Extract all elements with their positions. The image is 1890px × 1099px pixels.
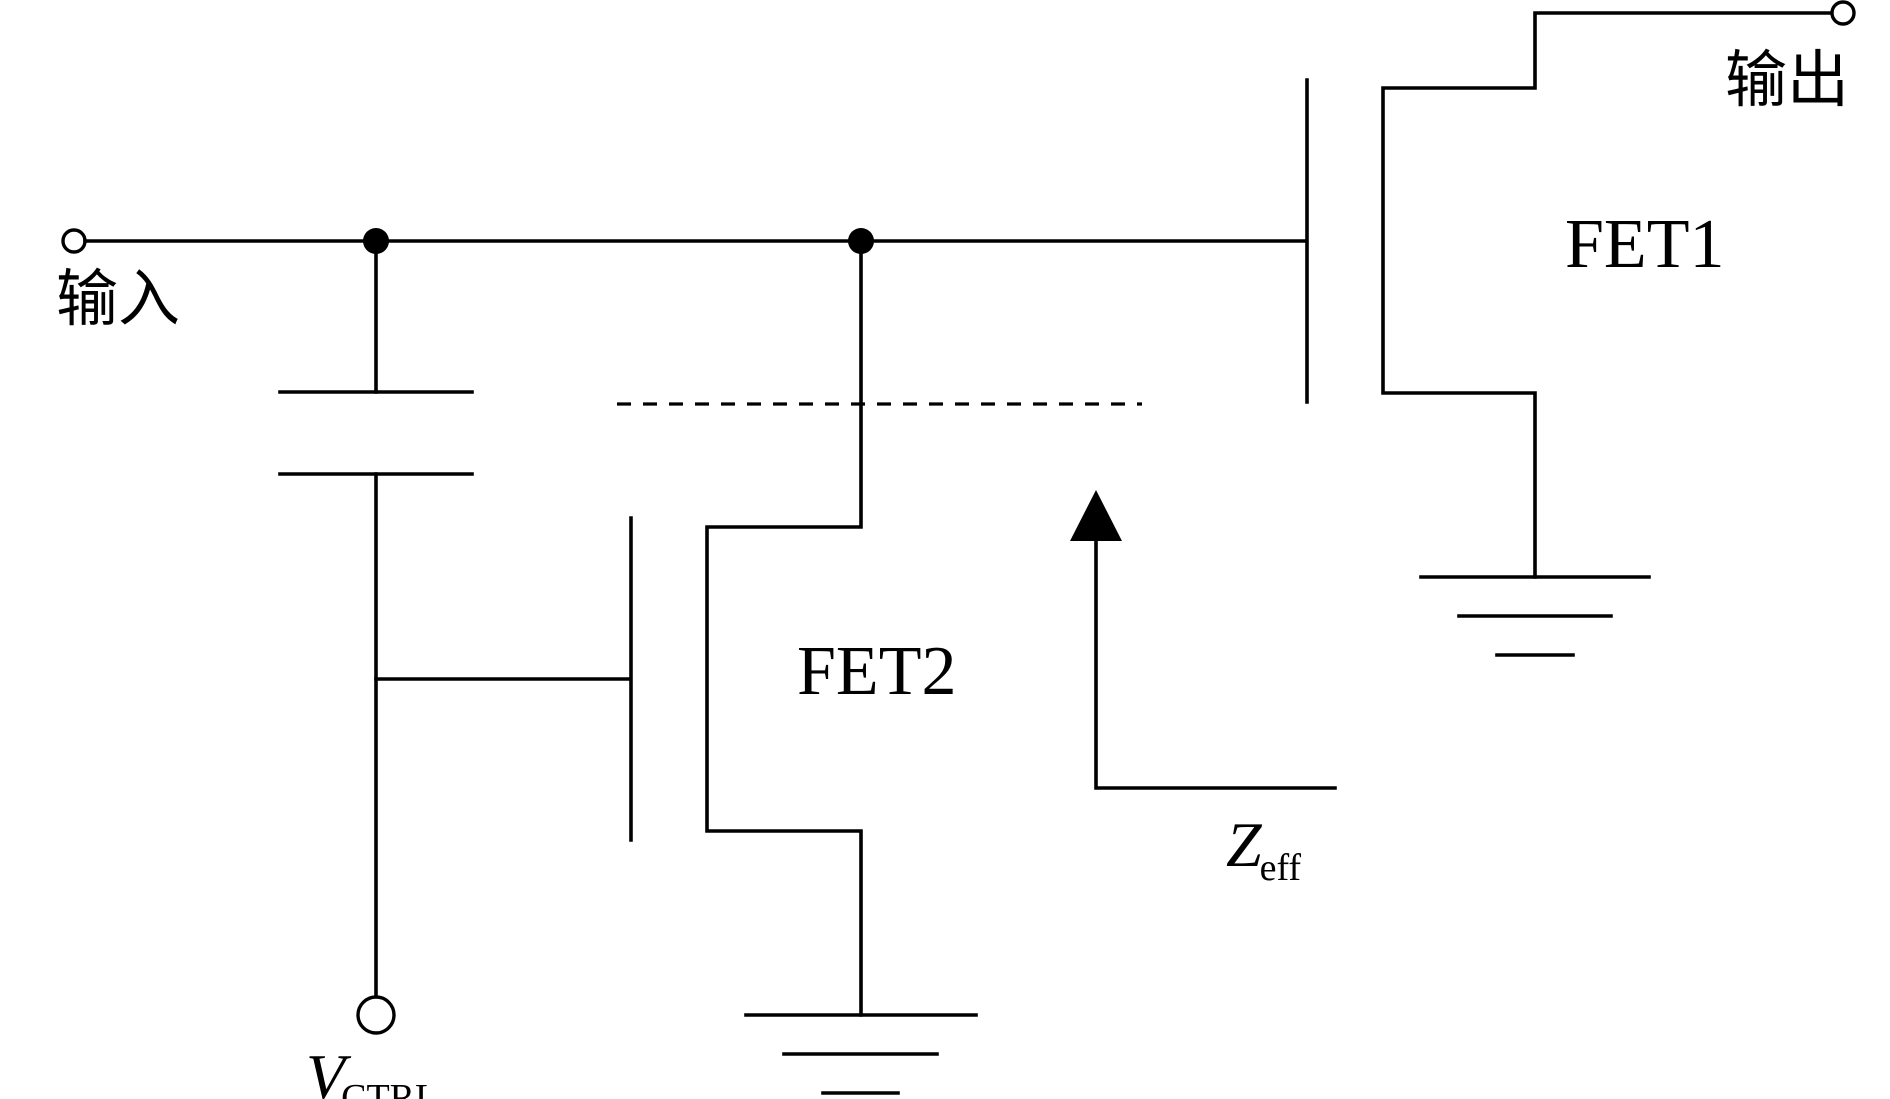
vctrl-label-main: V [306,1041,352,1099]
fet2-label: FET2 [797,633,956,710]
zeff-arrow-shaft [1094,533,1337,790]
output-terminal [1830,0,1856,26]
vctrl-label: VCTRL [306,1041,438,1099]
input-terminal [61,228,87,254]
vctrl-label-subscript: CTRL [341,1077,438,1099]
vctrl-terminal [356,995,396,1035]
zeff-label-main: Z [1226,809,1263,880]
fet1-label: FET1 [1565,206,1724,283]
zeff-arrow-head [1070,490,1122,541]
zeff-label-subscript: eff [1260,847,1302,889]
zeff-label: Zeff [1226,809,1301,889]
input-label: 输入 [56,262,180,335]
output-label: 输出 [1725,43,1849,116]
fet1-channel [1381,11,1834,579]
fet2-channel [705,239,863,1017]
